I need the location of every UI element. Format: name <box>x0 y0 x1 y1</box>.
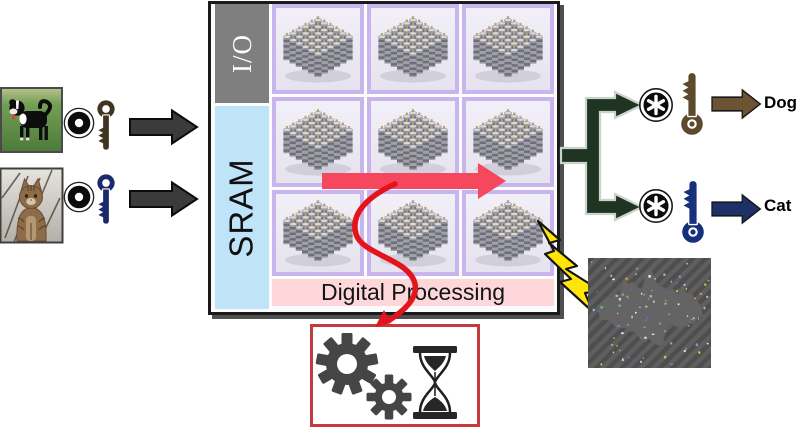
crossbar-array-tile <box>462 4 554 94</box>
cat-photo <box>0 167 64 244</box>
crossbar-array-grid <box>272 4 554 276</box>
crossbar-array-icon <box>377 15 449 84</box>
sram-label: SRAM <box>223 157 260 258</box>
dot-operator-icon <box>63 107 95 139</box>
crossbar-array-icon <box>472 199 544 267</box>
output-label-dog: Dog <box>764 93 798 112</box>
key-dot <box>689 121 695 127</box>
key-icon <box>96 99 116 151</box>
input-arrow-cat <box>129 181 198 217</box>
crossbar-array-tile <box>462 190 554 276</box>
output-label-cat: Cat <box>764 196 792 215</box>
crossbar-array-icon <box>282 108 354 176</box>
key-dot <box>690 229 696 235</box>
crossbar-array-icon <box>282 199 354 267</box>
crossbar-array-icon <box>472 108 544 176</box>
digital-processing-label: Digital Processing <box>320 279 506 305</box>
twigs <box>1 169 61 243</box>
processing-overhead-box <box>310 324 480 427</box>
io-block: I/O <box>215 4 269 103</box>
circled-asterisk-icon <box>638 87 674 123</box>
crossbar-array-tile <box>272 4 364 94</box>
crossbar-array-icon <box>282 15 354 84</box>
key-icon <box>679 71 705 137</box>
input-arrow-dog <box>129 109 198 145</box>
output-branch-bracket <box>559 90 645 222</box>
dot-operator-icon <box>63 181 95 213</box>
accelerator-chip-box: I/O SRAM Digital Processing <box>208 1 560 315</box>
adversarial-noise-image <box>588 258 711 368</box>
output-arrow-cat <box>712 195 760 223</box>
forehead-stripes <box>27 185 35 191</box>
sram-block: SRAM <box>215 106 269 309</box>
crossbar-array-tile <box>367 4 459 94</box>
crossbar-array-tile <box>272 190 364 276</box>
io-label: I/O <box>226 34 257 73</box>
circled-asterisk-icon <box>638 188 674 224</box>
digital-processing-block: Digital Processing <box>272 279 554 306</box>
key-icon <box>96 173 116 225</box>
crossbar-array-tile <box>367 97 459 187</box>
crossbar-array-icon <box>377 108 449 176</box>
crossbar-array-icon <box>377 199 449 267</box>
key-icon <box>680 179 706 245</box>
crossbar-array-tile <box>367 190 459 276</box>
crossbar-array-tile <box>462 97 554 187</box>
output-arrow-dog <box>712 90 760 118</box>
crossbar-array-icon <box>472 15 544 84</box>
dog-photo <box>0 87 63 153</box>
crossbar-array-tile <box>272 97 364 187</box>
tabby-stripes <box>17 217 46 231</box>
